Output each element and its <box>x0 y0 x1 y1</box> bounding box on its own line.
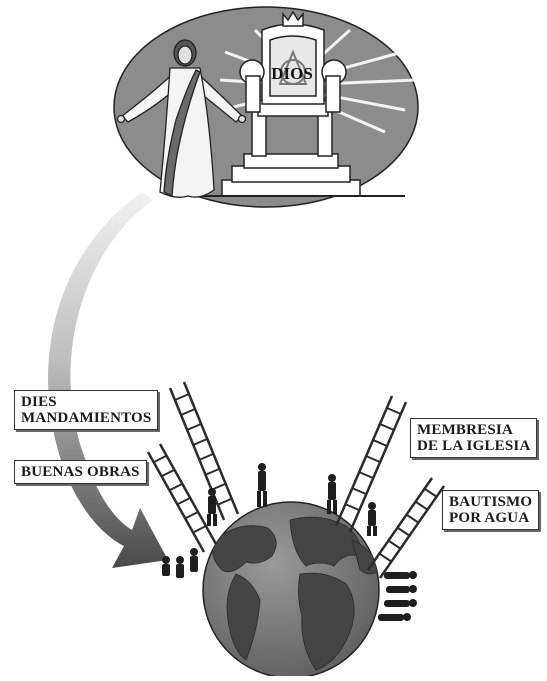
person-silhouette-icon <box>162 463 417 621</box>
label-bautismo-agua: BAUTISMO POR AGUA <box>442 490 540 530</box>
ladder-buenas-obras <box>146 443 218 553</box>
curved-arrow-icon <box>48 192 168 568</box>
label-membresia-iglesia: MEMBRESIA DE LA IGLESIA <box>410 418 538 458</box>
throne-icon <box>221 23 361 197</box>
crown-icon <box>282 10 304 27</box>
label-buenas-obras: BUENAS OBRAS <box>14 460 147 484</box>
ladder-mandamientos <box>168 381 240 521</box>
globe-icon <box>202 501 380 679</box>
ladder-bautismo <box>366 477 446 579</box>
label-diez-mandamientos: DIES MANDAMIENTOS <box>14 390 159 430</box>
ladder-membresia <box>334 395 408 533</box>
jesus-figure <box>116 39 247 198</box>
throne-label-dios: DIOS <box>271 64 313 83</box>
